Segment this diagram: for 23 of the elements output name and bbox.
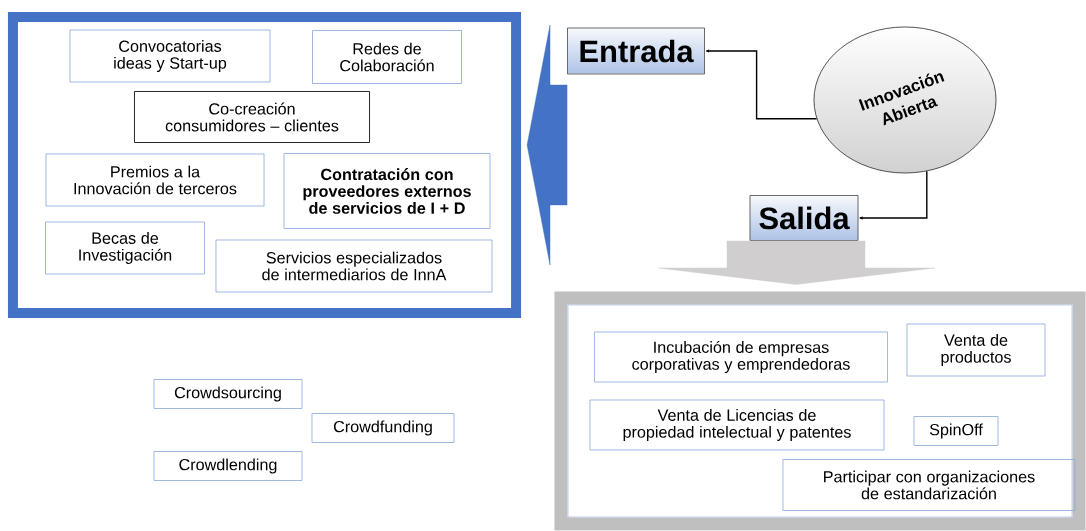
connector-arrow [705,49,818,120]
text-box: Venta de productos [906,323,1046,377]
text-box: Crowdlending [153,451,303,481]
block-arrow [657,240,936,285]
text-box: Contratación con proveedores externos de servicios de I + D [283,153,491,229]
text-box: Incubación de empresas corporativas y emprendedoras [594,331,888,383]
text-box: Convocatorias ideas y Start-up [69,29,271,83]
text-box: Becas de Investigación [45,221,205,275]
label-box: Entrada [567,27,705,75]
panel-frame [554,291,1086,531]
panel-frame [7,11,522,319]
text-box: Co-creación consumidores – clientes [134,91,370,143]
text-box: Premios a la Innovación de terceros [45,153,265,207]
label-box: Salida [749,195,859,241]
text-box: Servicios especializados de intermediarios de InnA [215,239,493,293]
text-box: Participar con organizaciones de estandarización [782,459,1076,511]
text-box: Venta de Licencias de propiedad intelectual y patentes [589,399,885,451]
text-box: Crowdsourcing [153,379,303,409]
text-box: Redes de Colaboración [312,30,462,84]
block-arrow [526,24,568,266]
text-box: Crowdfunding [311,413,455,443]
text-box: SpinOff [913,416,999,446]
connector-arrow [859,170,928,220]
